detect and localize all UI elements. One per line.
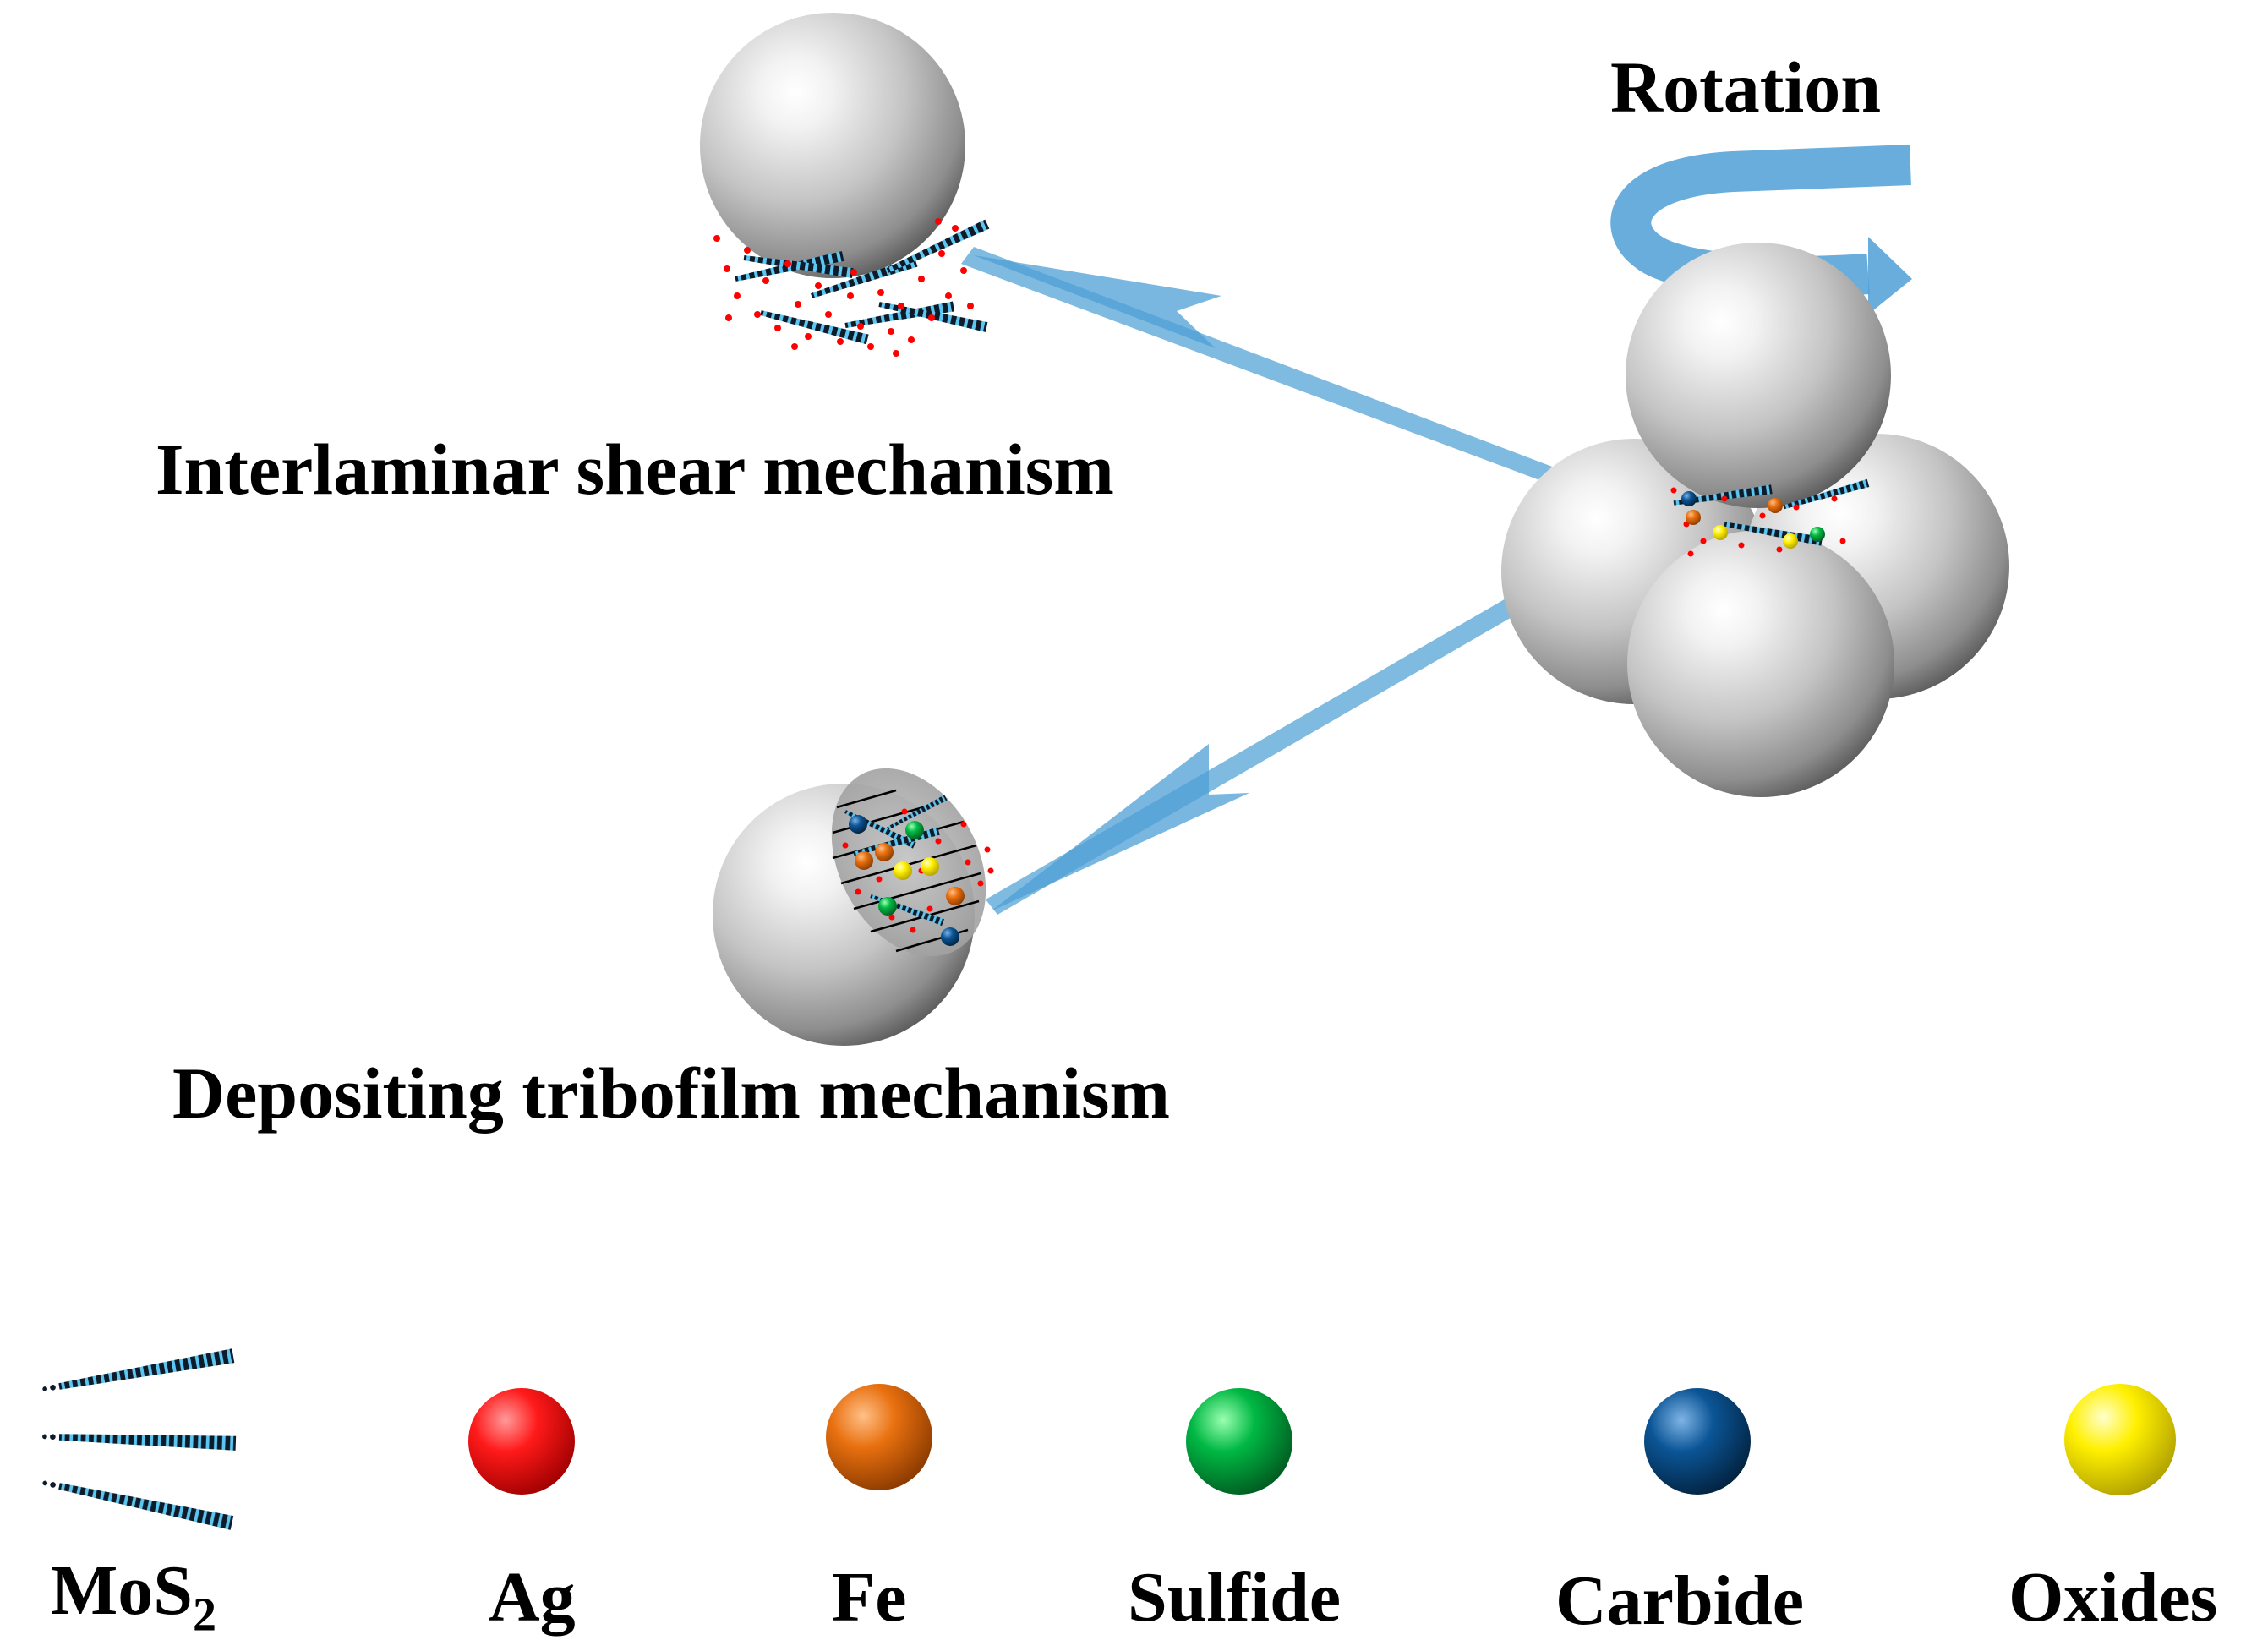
interlaminar-shear-label: Interlaminar shear mechanism xyxy=(156,429,1114,510)
steel-ball xyxy=(1627,530,1894,797)
tribofilm-particles xyxy=(849,815,965,946)
legend-oxides-sphere-icon xyxy=(2064,1384,2176,1495)
legend-ag-label: Ag xyxy=(489,1558,576,1637)
arrow-to-depositing xyxy=(986,507,1675,915)
legend-carbide-label: Carbide xyxy=(1555,1561,1804,1640)
legend-fe-label: Fe xyxy=(832,1558,907,1637)
interlaminar-ball-group xyxy=(700,13,990,357)
four-ball-assembly xyxy=(1501,243,2009,797)
ag-particles xyxy=(713,218,974,357)
steel-ball xyxy=(1626,243,1891,508)
rotation-label: Rotation xyxy=(1610,46,1882,128)
legend-carbide-sphere-icon xyxy=(1644,1388,1751,1495)
depositing-ball-group xyxy=(713,768,994,1046)
legend-mos2-label: MoS2 xyxy=(51,1551,216,1642)
steel-ball xyxy=(700,13,965,278)
legend-sulfide-label: Sulfide xyxy=(1128,1558,1342,1637)
legend-oxides-label: Oxides xyxy=(2008,1558,2218,1637)
contact-debris xyxy=(1670,478,1870,557)
legend-ag-sphere-icon xyxy=(468,1388,575,1495)
depositing-tribofilm-label: Depositing tribofilm mechanism xyxy=(172,1052,1171,1134)
legend-fe-sphere-icon xyxy=(826,1384,932,1490)
legend-mos2-icon xyxy=(41,1348,237,1530)
legend-sulfide-sphere-icon xyxy=(1186,1388,1292,1495)
arrow-to-interlaminar xyxy=(961,247,1686,533)
